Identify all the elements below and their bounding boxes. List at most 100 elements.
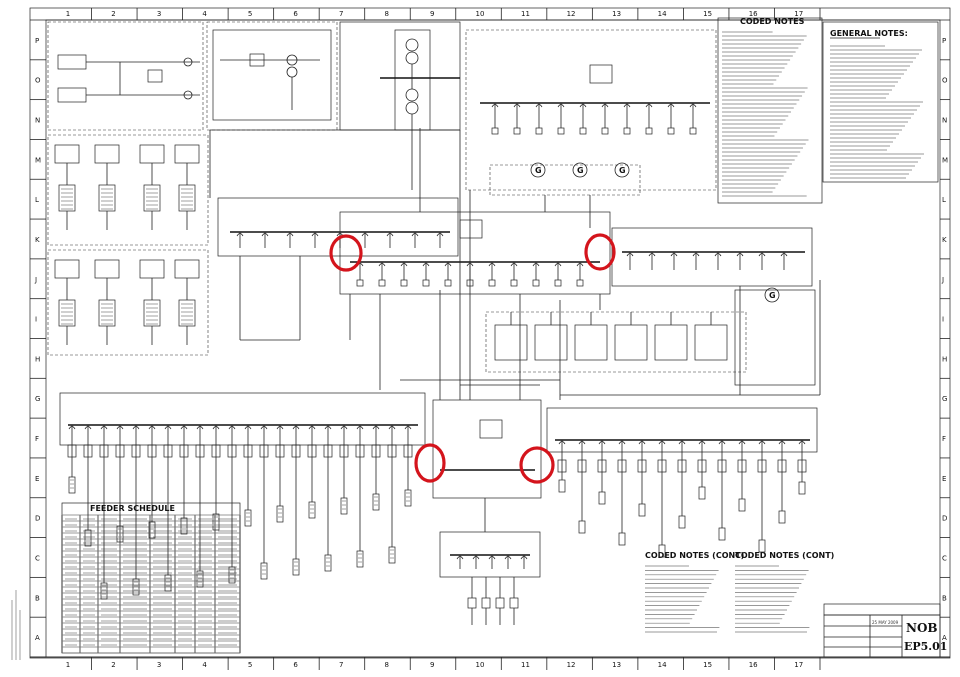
- grid-row-label: A: [35, 634, 40, 642]
- grid-column-label: 1: [66, 10, 70, 18]
- grid-column-label: 10: [476, 661, 485, 669]
- sheet-number: EP5.01: [904, 640, 947, 653]
- lower-center-drops: [467, 577, 519, 625]
- grid-column-label: 11: [521, 661, 530, 669]
- grid-row-label: E: [35, 475, 39, 483]
- grid-column-label: 7: [339, 661, 343, 669]
- grid-column-label: 9: [430, 10, 434, 18]
- grid-column-label: 13: [612, 661, 621, 669]
- grid-row-label: I: [35, 316, 37, 324]
- coded-notes-panel: CODED NOTES: [717, 17, 823, 204]
- grid-row-label: N: [35, 117, 40, 125]
- grid-column-label: 11: [521, 10, 530, 18]
- svg-text:G: G: [769, 291, 776, 300]
- branch-feeders: [67, 437, 807, 600]
- grid-row-label: L: [35, 196, 39, 204]
- svg-text:G: G: [535, 166, 542, 175]
- grid-row-label: H: [35, 355, 40, 363]
- project-code: NOB: [906, 621, 938, 635]
- coded-notes-title: CODED NOTES: [740, 17, 805, 26]
- grid-row-label: H: [942, 355, 947, 363]
- grid-column-label: 12: [567, 661, 576, 669]
- grid-column-label: 16: [749, 10, 758, 18]
- grid-column-label: 10: [476, 10, 485, 18]
- grid-column-label: 15: [703, 661, 712, 669]
- grid-row-label: O: [942, 77, 948, 85]
- grid-column-label: 3: [157, 10, 161, 18]
- grid-row-label: D: [942, 515, 947, 523]
- highlight-circle-2[interactable]: [584, 233, 616, 271]
- grid-row-label: K: [942, 236, 947, 244]
- grid-row-label: I: [942, 316, 944, 324]
- coded-notes-cont-right: CODED NOTES (CONT): [735, 551, 834, 633]
- grid-column-label: 14: [658, 10, 667, 18]
- grid-row-label: J: [34, 276, 37, 284]
- grid-row-label: M: [942, 156, 948, 164]
- grid-column-label: 5: [248, 661, 252, 669]
- coded-notes-cont-title-2: CODED NOTES (CONT): [735, 551, 834, 560]
- grid-row-label: D: [35, 515, 40, 523]
- grid-column-label: 9: [430, 661, 434, 669]
- grid-row-label: E: [942, 475, 946, 483]
- emergency-board-center: [432, 399, 542, 499]
- grid-column-label: 2: [111, 10, 115, 18]
- main-distribution-board-center: [339, 211, 611, 295]
- coded-notes-cont-title-1: CODED NOTES (CONT): [645, 551, 744, 560]
- highlight-circle-3[interactable]: [414, 443, 446, 483]
- grid-column-label: 4: [202, 661, 207, 669]
- grid-column-label: 4: [202, 10, 207, 18]
- grid-row-label: G: [942, 395, 947, 403]
- coded-notes-cont-left: CODED NOTES (CONT): [645, 551, 744, 633]
- general-notes-title: GENERAL NOTES:: [830, 29, 908, 38]
- highlight-circle-1[interactable]: [329, 234, 363, 272]
- grid-row-label: P: [942, 37, 946, 45]
- grid-column-label: 6: [293, 661, 298, 669]
- lower-center-panel: [439, 531, 541, 578]
- left-panel-cluster-lower: [47, 249, 209, 356]
- grid-row-label: C: [35, 554, 40, 562]
- svg-text:G: G: [619, 166, 626, 175]
- left-panel-cluster-upper: [47, 134, 209, 246]
- transformer-block: [206, 21, 338, 131]
- inner-border: [45, 19, 941, 658]
- general-notes-panel: GENERAL NOTES:: [822, 21, 939, 183]
- grid-column-label: 8: [384, 10, 388, 18]
- grid-row-label: P: [35, 37, 39, 45]
- grid-row-label: M: [35, 156, 41, 164]
- outer-border: [29, 7, 951, 659]
- grid-column-label: 7: [339, 10, 343, 18]
- grid-column-label: 13: [612, 10, 621, 18]
- distribution-bus-right: [546, 407, 818, 453]
- grid-row-label: B: [942, 594, 947, 602]
- grid-column-label: 5: [248, 10, 252, 18]
- grid-row-label: O: [35, 77, 41, 85]
- grid-column-label: 17: [794, 661, 803, 669]
- paralleling-switchgear: G G G: [465, 29, 717, 196]
- grid-column-label: 2: [111, 661, 115, 669]
- distribution-bus-left: [59, 392, 426, 446]
- svg-text:G: G: [577, 166, 584, 175]
- grid-column-label: 8: [384, 661, 388, 669]
- grid-column-label: 12: [567, 10, 576, 18]
- grid-column-label: 6: [293, 10, 298, 18]
- grid-row-label: G: [35, 395, 40, 403]
- upper-switchgear: [339, 21, 461, 190]
- main-distribution-board-left: [217, 197, 459, 257]
- grid-row-label: J: [941, 276, 944, 284]
- highlight-circle-4[interactable]: [519, 446, 555, 484]
- grid-row-label: L: [942, 196, 946, 204]
- sub-panels-row-i: [485, 289, 816, 386]
- grid-row-label: N: [942, 117, 947, 125]
- grid-column-label: 16: [749, 661, 758, 669]
- title-date: 25 MAY 2009: [872, 620, 899, 625]
- grid-column-label: 17: [794, 10, 803, 18]
- side-stamp: [11, 590, 21, 660]
- grid-column-label: 1: [66, 661, 70, 669]
- utility-service-block: [47, 21, 204, 131]
- grid-row-label: B: [35, 594, 40, 602]
- grid-row-label: F: [35, 435, 39, 443]
- title-block: 25 MAY 2009 NOB EP5.01: [823, 603, 947, 658]
